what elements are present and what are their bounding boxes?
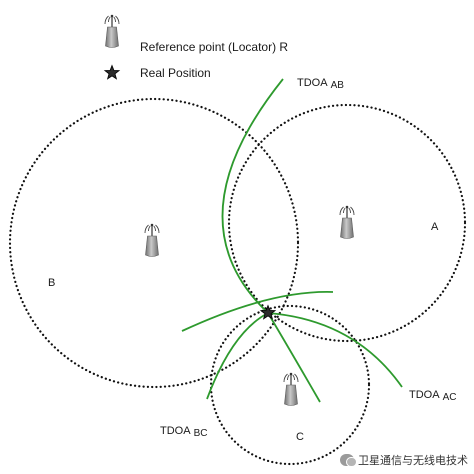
tdoa-ac-curve — [267, 312, 403, 388]
tdoa-ab-text: TDOA — [297, 77, 328, 89]
tdoa-bc-text: TDOA — [160, 425, 191, 437]
legend-tower-icon — [104, 14, 120, 49]
real-position-star — [259, 304, 277, 320]
tower-a-icon — [339, 205, 355, 240]
locator-b-label: B — [48, 277, 55, 289]
legend-reference-label: Reference point (Locator) R — [140, 40, 288, 54]
tdoa-bc-lower-curve — [267, 312, 321, 403]
watermark-text: 卫星通信与无线电技术 — [358, 455, 468, 467]
range-circle-a — [227, 103, 467, 343]
locator-c-label: C — [296, 431, 304, 443]
tdoa-ab-curve — [221, 78, 284, 314]
wechat-icon — [340, 454, 357, 467]
tdoa-ac-subscript: AC — [443, 392, 457, 403]
range-circle-c — [209, 304, 371, 466]
tower-b-icon — [144, 223, 160, 258]
tdoa-ab-lower-curve — [181, 291, 334, 332]
legend-star-icon — [103, 64, 121, 80]
range-circle-b — [8, 97, 300, 389]
tdoa-bc-subscript: BC — [194, 428, 208, 439]
tdoa-bc-curve — [206, 312, 269, 400]
locator-a-label: A — [431, 221, 439, 233]
tdoa-ac-text: TDOA — [409, 389, 440, 401]
legend-real-position-label: Real Position — [140, 66, 211, 80]
tower-c-icon — [283, 372, 299, 407]
watermark: 卫星通信与无线电技术 — [340, 452, 468, 468]
tdoa-ab-subscript: AB — [331, 80, 345, 91]
